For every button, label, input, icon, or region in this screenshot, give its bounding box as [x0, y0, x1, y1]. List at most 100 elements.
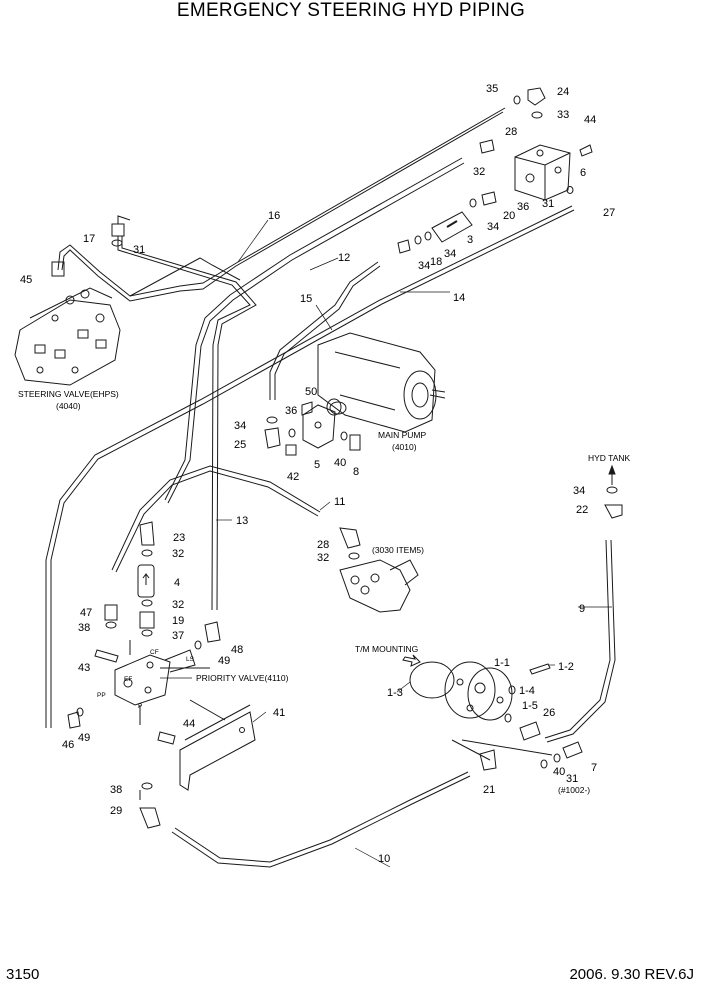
main-pump: [317, 332, 446, 433]
port-ef: EF: [124, 676, 132, 683]
description-labels: STEERING VALVE(EHPS) (4040) MAIN PUMP (4…: [18, 389, 631, 795]
part-number-label: 26: [543, 707, 555, 719]
part-number-label: 24: [557, 86, 569, 98]
part-number-label: 31: [542, 198, 554, 210]
part-number-label: 34: [234, 420, 246, 432]
part-number-label: 28: [317, 539, 329, 551]
part-number-label: 33: [557, 109, 569, 121]
label-steering-valve: STEERING VALVE(EHPS): [18, 389, 119, 399]
part-number-label: 48: [231, 644, 243, 656]
part-number-label: 36: [285, 405, 297, 417]
part-number-label: 16: [268, 210, 280, 222]
part-number-label: 42: [287, 471, 299, 483]
part-number-label: 1-4: [519, 685, 535, 697]
part-number-label: 1-5: [522, 700, 538, 712]
part-number-label: 25: [234, 439, 246, 451]
part-number-label: 47: [80, 607, 92, 619]
part-number-label: 7: [591, 762, 597, 774]
fittings: [51, 87, 623, 829]
priority-valve: [114, 649, 196, 706]
part-number-label: 40: [334, 457, 346, 469]
port-pp: PP: [97, 692, 106, 699]
part-number-label: 4: [174, 577, 180, 589]
hose-10: [171, 771, 471, 868]
label-hyd-tank: HYD TANK: [588, 453, 631, 463]
port-cf: CF: [150, 649, 159, 656]
part-number-label: 32: [172, 548, 184, 560]
part-number-label: 35: [486, 83, 498, 95]
steering-valve: [14, 287, 121, 386]
hose-13: [117, 236, 257, 611]
hose-12: [164, 157, 465, 504]
cartridge-3: [431, 211, 473, 243]
port-p: P: [138, 703, 142, 710]
block-5: [302, 404, 336, 449]
part-number-label: 1-1: [494, 657, 510, 669]
hose-9: [544, 539, 616, 743]
hose-14: [45, 205, 575, 728]
port-ls: LS: [186, 656, 195, 663]
part-number-label: 29: [110, 805, 122, 817]
part-number-label: 1-3: [387, 687, 403, 699]
label-tm-mounting: T/M MOUNTING: [355, 644, 418, 654]
label-main-pump-ref: (4010): [392, 442, 417, 452]
leader-lines: [160, 219, 612, 868]
hose-11: [111, 465, 321, 573]
part-number-label: 43: [78, 662, 90, 674]
pipe-17: [117, 215, 241, 297]
part-number-label: 19: [172, 615, 184, 627]
manifold-3030: [339, 559, 419, 613]
part-number-label: 31: [566, 773, 578, 785]
part-number-label: 6: [580, 167, 586, 179]
label-steering-valve-ref: (4040): [56, 401, 81, 411]
part-number-label: 5: [314, 459, 320, 471]
part-number-label: 44: [584, 114, 596, 126]
part-number-label: 23: [173, 532, 185, 544]
part-number-label: 28: [505, 126, 517, 138]
part-number-label: 34: [487, 221, 499, 233]
part-number-label: 9: [579, 603, 585, 615]
arrow-hyd-tank: [608, 464, 616, 485]
part-number-label: 1-2: [558, 661, 574, 673]
part-number-label: 10: [378, 853, 390, 865]
part-number-label: 8: [353, 466, 359, 478]
part-number-label: 22: [576, 504, 588, 516]
part-number-label: 18: [430, 256, 442, 268]
part-number-label: 15: [300, 293, 312, 305]
page-title: EMERGENCY STEERING HYD PIPING: [176, 0, 526, 21]
label-priority-valve: PRIORITY VALVE(4110): [196, 673, 289, 683]
page-number: 3150: [6, 966, 40, 983]
part-number-label: 20: [503, 210, 515, 222]
part-number-label: 45: [20, 274, 32, 286]
part-number-label: 36: [517, 201, 529, 213]
label-main-pump: MAIN PUMP: [378, 430, 427, 440]
part-number-label: 32: [473, 166, 485, 178]
part-number-label: 27: [603, 207, 615, 219]
part-number-label: 44: [183, 718, 195, 730]
part-number-label: 21: [483, 784, 495, 796]
part-number-label: 37: [172, 630, 184, 642]
part-number-label: 3: [467, 234, 473, 246]
part-number-label: 49: [218, 655, 230, 667]
part-number-label: 11: [334, 496, 345, 508]
arrow-tm-mounting: [402, 654, 421, 667]
label-serial-note: (#1002-): [558, 785, 590, 795]
hose-15: [269, 261, 381, 400]
part-number-label: 50: [305, 386, 317, 398]
part-number-label: 31: [133, 244, 145, 256]
revision-date: 2006. 9.30 REV.6J: [569, 966, 694, 983]
label-item-ref-3030: (3030 ITEM5): [372, 545, 424, 555]
part-number-label: 32: [172, 599, 184, 611]
tm-pump: [409, 661, 513, 721]
part-number-label: 34: [573, 485, 585, 497]
part-number-label: 17: [83, 233, 95, 245]
part-number-label: 13: [236, 515, 248, 527]
part-number-label: 41: [273, 707, 285, 719]
part-number-label: 34: [418, 260, 430, 272]
part-number-label: 49: [78, 732, 90, 744]
part-number-label: 38: [110, 784, 122, 796]
part-number-label: 46: [62, 739, 74, 751]
